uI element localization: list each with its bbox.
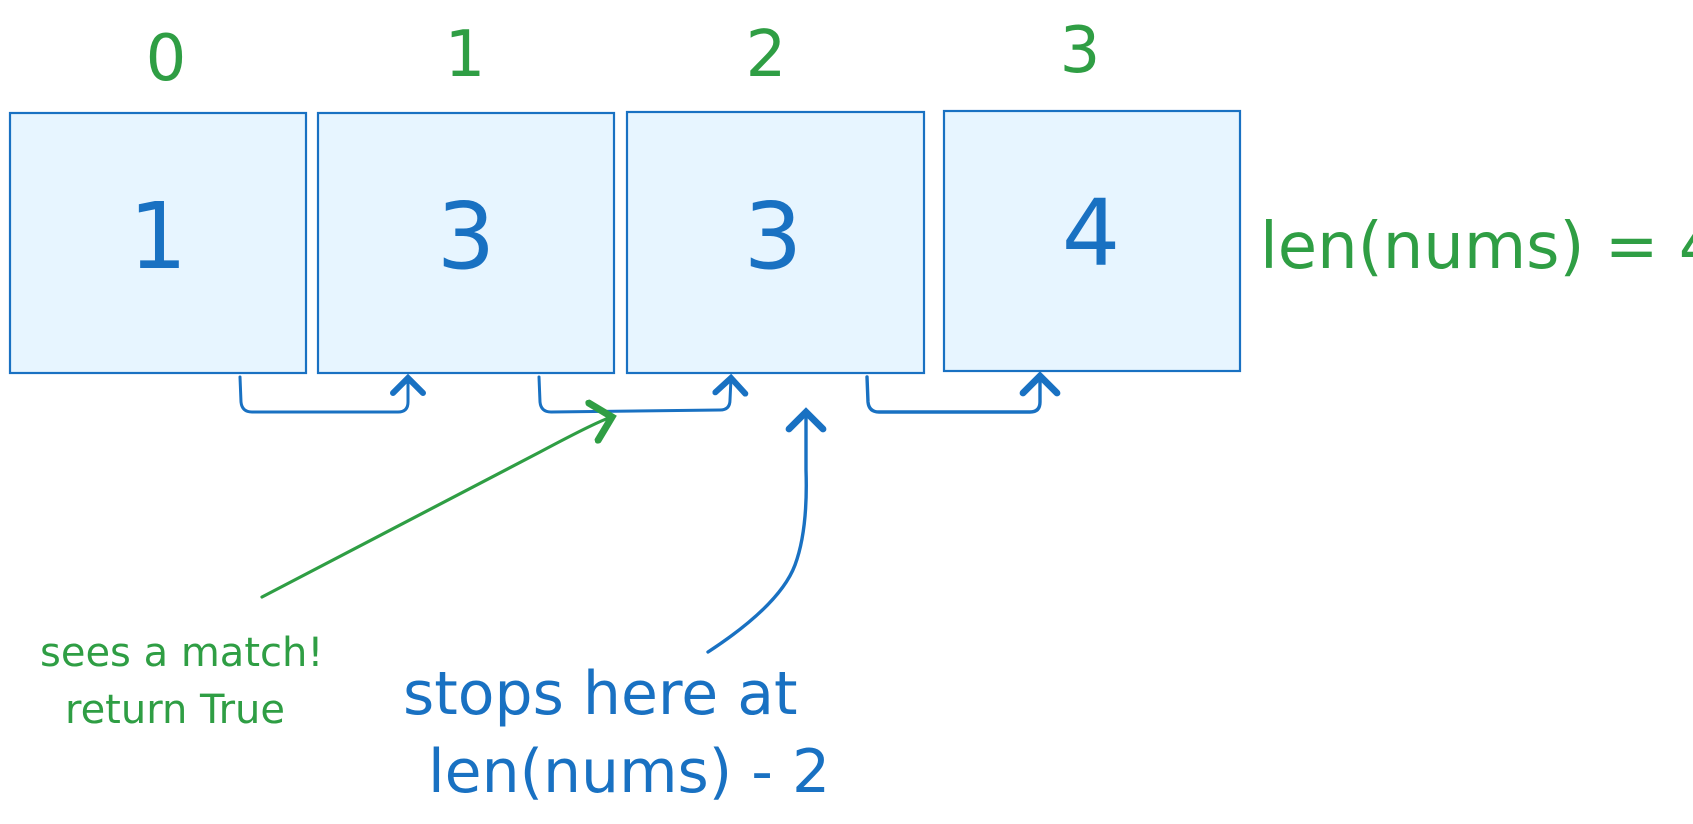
cell-value-2: 3 xyxy=(744,183,803,290)
compare-arrow-1-2 xyxy=(537,373,749,414)
array-cell-2: 3 xyxy=(625,110,926,375)
stop-note: stops here at len(nums) - 2 xyxy=(403,659,830,807)
comparison-arrows xyxy=(238,371,1061,414)
cell-value-1: 3 xyxy=(437,183,496,290)
array-cell-3: 4 xyxy=(942,109,1242,373)
match-note-line2: return True xyxy=(65,687,285,733)
array-cell-0: 1 xyxy=(8,111,308,375)
match-pointer-arrow xyxy=(260,417,612,599)
index-label-0: 0 xyxy=(146,22,187,96)
length-label: len(nums) = 4 xyxy=(1260,210,1693,284)
stop-note-line2: len(nums) - 2 xyxy=(428,737,830,807)
cell-value-3: 4 xyxy=(1062,180,1121,287)
index-label-1: 1 xyxy=(445,18,486,92)
index-labels: 0 1 2 3 xyxy=(146,14,1101,96)
cell-value-0: 1 xyxy=(129,183,188,290)
index-label-3: 3 xyxy=(1060,14,1101,88)
compare-arrow-2-3 xyxy=(865,371,1061,414)
compare-arrow-0-1 xyxy=(238,373,426,414)
array-cells: 1 3 3 4 xyxy=(8,109,1242,375)
stop-note-line1: stops here at xyxy=(403,659,797,729)
index-label-2: 2 xyxy=(746,18,787,92)
match-note: sees a match! return True xyxy=(40,630,323,733)
stop-pointer-arrow xyxy=(706,407,827,654)
match-note-line1: sees a match! xyxy=(40,630,323,676)
array-cell-1: 3 xyxy=(316,111,616,375)
